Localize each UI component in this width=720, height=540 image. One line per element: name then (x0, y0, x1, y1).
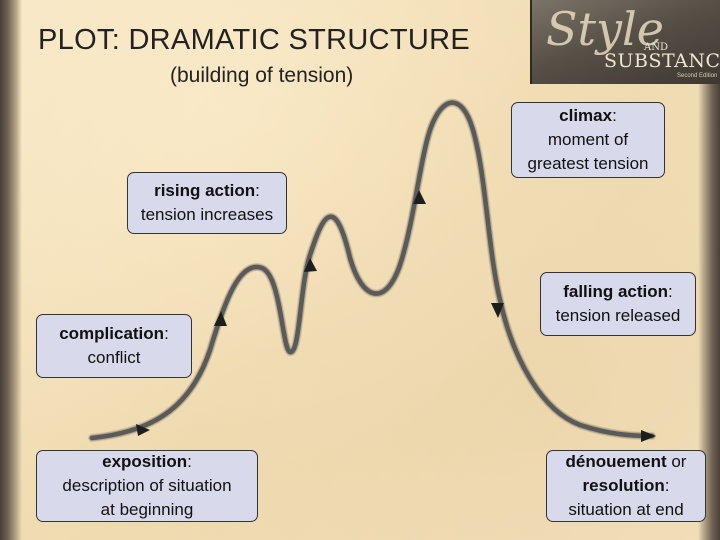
arrow-end-icon (641, 430, 656, 442)
rising-action-box: rising action: tension increases (127, 172, 287, 234)
climax-term: climax (559, 106, 613, 125)
complication-line-2: conflict (87, 348, 141, 367)
arrow-rising-icon (304, 258, 317, 272)
denouement-line-1: dénouement or (566, 450, 687, 474)
exposition-box: exposition: description of situation at … (36, 450, 258, 522)
resolution-colon: : (664, 476, 670, 495)
exposition-line-1: exposition: (102, 450, 192, 474)
logo-word-style: Style (546, 2, 664, 56)
complication-line-1: complication: (59, 322, 169, 346)
rising-term: rising action (154, 181, 256, 200)
exposition-line-2: description of situation (62, 476, 232, 495)
denouement-term: dénouement (565, 452, 667, 471)
logo-word-and: AND (644, 42, 668, 53)
denouement-line-3: situation at end (568, 500, 684, 519)
complication-colon: : (164, 324, 169, 343)
arrow-complication-icon (214, 311, 227, 326)
page-title: PLOT: DRAMATIC STRUCTURE (38, 24, 471, 56)
tension-curve (89, 100, 655, 441)
arrow-exposition-icon (136, 424, 150, 436)
denouement-box: dénouement or resolution: situation at e… (546, 450, 706, 522)
left-edge-shadow (0, 0, 22, 540)
climax-line-1: climax: (559, 104, 617, 128)
climax-box: climax: moment of greatest tension (511, 102, 665, 178)
climax-line-3: greatest tension (527, 154, 649, 173)
exposition-term: exposition (102, 452, 188, 471)
climax-line-2: moment of (547, 130, 629, 149)
complication-term: complication (59, 324, 165, 343)
resolution-term: resolution (582, 476, 665, 495)
falling-term: falling action (563, 282, 669, 301)
denouement-line-2: resolution: (583, 474, 670, 498)
logo-edition: Second Edition (677, 73, 718, 79)
exposition-colon: : (187, 452, 192, 471)
falling-action-box: falling action: tension released (540, 272, 696, 336)
falling-line-1: falling action: (563, 280, 673, 304)
rising-colon: : (255, 181, 260, 200)
climax-colon: : (612, 106, 617, 125)
logo-word-substance: SUBSTANCE (604, 50, 720, 72)
complication-box: complication: conflict (36, 314, 192, 378)
falling-colon: : (668, 282, 673, 301)
rising-line-2: tension increases (140, 205, 274, 224)
exposition-line-3: at beginning (100, 500, 194, 519)
falling-line-2: tension released (555, 306, 681, 325)
denouement-or: or (666, 452, 687, 471)
rising-line-1: rising action: (154, 179, 260, 203)
book-logo: Style AND SUBSTANCE Second Edition (530, 0, 720, 84)
arrow-falling-icon (491, 303, 504, 318)
arrow-rising-2-icon (413, 190, 426, 204)
page-subtitle: (building of tension) (170, 64, 354, 87)
